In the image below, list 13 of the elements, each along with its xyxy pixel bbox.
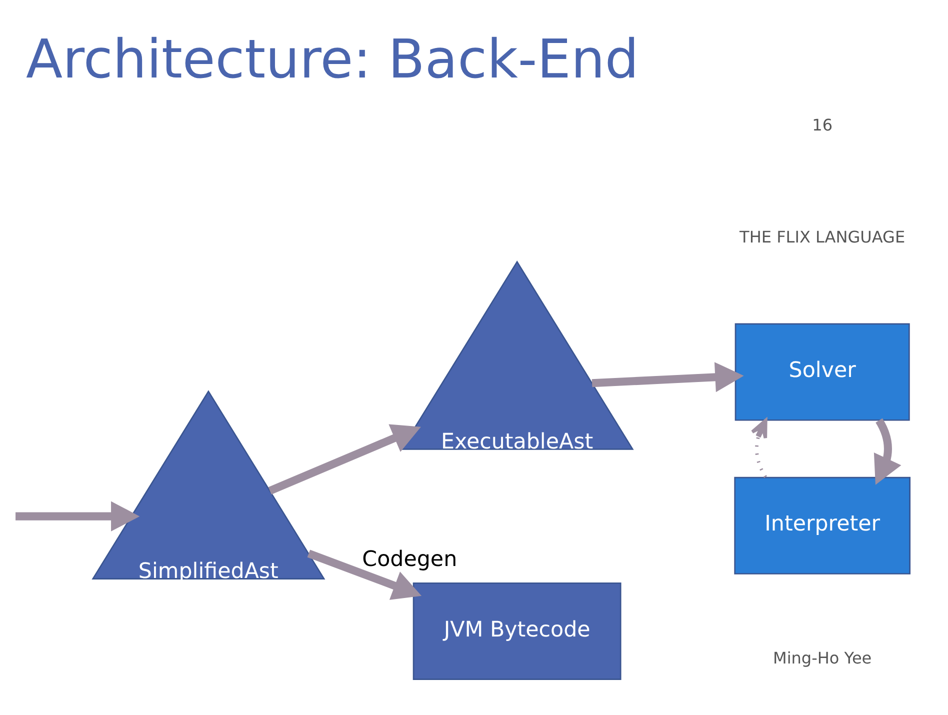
node-box: Interpreter [734, 476, 910, 574]
diagram-title: Architecture: Back-End [26, 26, 638, 90]
node-box: JVM Bytecode [412, 582, 621, 680]
edge-label: Codegen [362, 546, 457, 572]
label: Ming-Ho Yee [772, 648, 872, 667]
arrow [268, 424, 420, 494]
arrow [15, 500, 140, 531]
label: 16 [812, 114, 832, 134]
arrow [750, 418, 767, 478]
arrow [591, 362, 744, 392]
node-box: Solver [734, 322, 910, 420]
arrow [306, 549, 422, 600]
label: THE FLIX LANGUAGE [739, 227, 905, 246]
